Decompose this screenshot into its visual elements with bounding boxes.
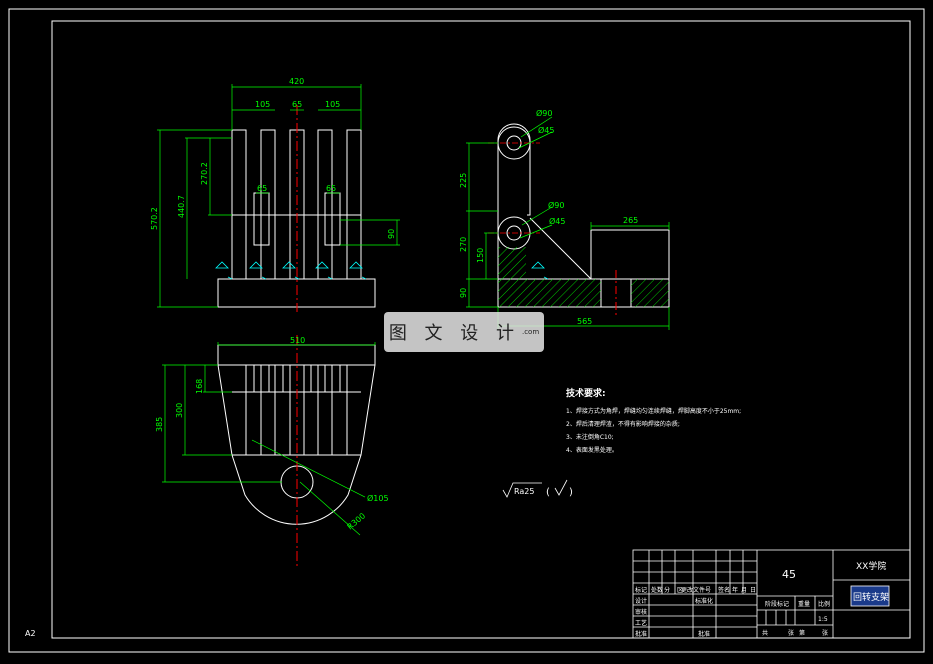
outer-frame bbox=[8, 8, 925, 653]
tb-hdr-count: 处数 bbox=[651, 586, 663, 594]
front-dim-texts: 420 105 65 105 65 65 570.2 440.7 270.2 9… bbox=[150, 77, 396, 239]
front-plate-5 bbox=[346, 129, 362, 280]
dim-top-300: 300 bbox=[175, 403, 184, 418]
inner-frame bbox=[51, 20, 911, 639]
dim-front-105b: 105 bbox=[325, 100, 340, 109]
top-plates bbox=[245, 365, 348, 455]
tech-item-2: 2、焊后清理焊渣，不得有影响焊接的杂质; bbox=[566, 420, 680, 428]
tb-hdr-sign: 签名 bbox=[718, 586, 730, 594]
tb-approve: 批准 bbox=[698, 630, 710, 638]
dim-front-65b: 65 bbox=[257, 184, 267, 193]
dim-side-150: 150 bbox=[476, 248, 485, 263]
tb-drawing-name: 回转支架 bbox=[853, 591, 889, 603]
title-block bbox=[632, 549, 911, 639]
dim-front-570: 570.2 bbox=[150, 207, 159, 230]
tb-weight: 重量 bbox=[798, 600, 810, 608]
tb-scale-label: 比例 bbox=[818, 600, 830, 608]
tb-material: 45 bbox=[782, 568, 796, 581]
tb-scale: 1:5 bbox=[818, 616, 828, 623]
drawing-name-box bbox=[850, 585, 890, 607]
side-hatch-web bbox=[498, 247, 526, 279]
tb-hdr-month: 月 bbox=[741, 587, 747, 594]
side-hatch-end bbox=[631, 279, 669, 307]
front-plate-2 bbox=[260, 129, 276, 280]
tb-standard: 标准化 bbox=[695, 597, 713, 605]
side-weld-symbol bbox=[531, 261, 549, 280]
tb-hdr-qu: 区 bbox=[677, 587, 683, 594]
dim-top-dia105: Ø105 bbox=[367, 493, 389, 503]
side-block bbox=[590, 229, 670, 280]
tb-hdr-year: 年 bbox=[732, 586, 738, 594]
check-icon bbox=[554, 479, 568, 496]
dim-side-90: 90 bbox=[459, 288, 468, 298]
front-plate-4 bbox=[317, 129, 333, 280]
roughness-paren-right: ) bbox=[569, 487, 573, 498]
tech-item-4: 4、表面发黑处理。 bbox=[566, 446, 618, 454]
dim-front-270: 270.2 bbox=[200, 162, 209, 185]
tb-sheet-end: 张 bbox=[822, 629, 828, 637]
tb-check: 审核 bbox=[635, 608, 647, 616]
side-hatch-base bbox=[498, 279, 601, 307]
dim-front-90: 90 bbox=[387, 229, 396, 239]
front-plate-1 bbox=[231, 129, 247, 280]
roughness-symbol: Ra25 ( ) bbox=[502, 479, 573, 498]
top-outline bbox=[217, 344, 376, 525]
top-dimensions bbox=[162, 342, 376, 536]
tb-sheet-of: 张 bbox=[788, 629, 794, 637]
dim-front-65a: 65 bbox=[292, 100, 302, 109]
dim-side-270: 270 bbox=[459, 237, 468, 252]
dim-side-dia45a: Ø45 bbox=[538, 125, 554, 135]
dim-top-385: 385 bbox=[155, 417, 164, 432]
tb-hdr-mark: 标记 bbox=[635, 586, 647, 594]
title-block-texts: 标记 处数 分 区 更改文件号 签名 年 月 日 设计 标准化 审核 工艺 批准… bbox=[635, 560, 886, 638]
dim-front-105a: 105 bbox=[255, 100, 270, 109]
tb-school: XX学院 bbox=[856, 560, 886, 572]
roughness-paren-left: ( bbox=[546, 487, 550, 498]
tb-sheet-no: 第 bbox=[799, 629, 805, 637]
tb-hdr-fen: 分 bbox=[664, 586, 670, 594]
tech-title: 技术要求: bbox=[566, 387, 606, 399]
watermark: 图 文 设 计 .com bbox=[384, 312, 544, 352]
dim-front-65c: 65 bbox=[326, 184, 336, 193]
dim-side-dia90a: Ø90 bbox=[536, 108, 552, 118]
watermark-sub: .com bbox=[521, 328, 540, 336]
tech-item-3: 3、未注倒角C10; bbox=[566, 433, 614, 441]
side-dim-texts: Ø90 Ø45 Ø90 Ø45 225 270 150 90 265 565 bbox=[459, 108, 638, 326]
dim-top-510: 510 bbox=[290, 336, 305, 345]
side-rib bbox=[529, 217, 592, 280]
dim-side-565: 565 bbox=[577, 317, 592, 326]
tb-sheets: 共 bbox=[762, 629, 768, 637]
dim-side-225: 225 bbox=[459, 173, 468, 188]
dim-side-265: 265 bbox=[623, 216, 638, 225]
front-weld-symbols bbox=[215, 261, 367, 280]
roughness-value: Ra25 bbox=[514, 487, 534, 496]
tb-stage-mark: 阶段标记 bbox=[765, 600, 789, 608]
tb-hdr-file: 更改文件号 bbox=[681, 586, 711, 594]
watermark-text: 图 文 设 计 bbox=[388, 323, 520, 344]
dim-top-r: R300 bbox=[346, 511, 368, 531]
dim-front-420: 420 bbox=[289, 77, 304, 86]
tech-item-1: 1、焊接方式为角焊，焊缝均匀连续焊缝，焊脚高度不小于25mm; bbox=[566, 407, 741, 415]
dim-side-dia45b: Ø45 bbox=[549, 216, 565, 226]
tb-approve-label: 批准 bbox=[635, 630, 647, 638]
tb-design: 设计 bbox=[635, 597, 647, 605]
tb-hdr-day: 日 bbox=[750, 587, 756, 594]
front-dimensions bbox=[157, 84, 400, 308]
tb-craft: 工艺 bbox=[635, 619, 647, 627]
front-view bbox=[217, 129, 376, 308]
sheet-size-label: A2 bbox=[25, 629, 36, 638]
dim-side-dia90b: Ø90 bbox=[548, 200, 564, 210]
tech-requirements: 技术要求: 1、焊接方式为角焊，焊缝均匀连续焊缝，焊脚高度不小于25mm; 2、… bbox=[566, 387, 741, 454]
dim-front-440: 440.7 bbox=[177, 195, 186, 218]
dim-top-168: 168 bbox=[195, 379, 204, 394]
